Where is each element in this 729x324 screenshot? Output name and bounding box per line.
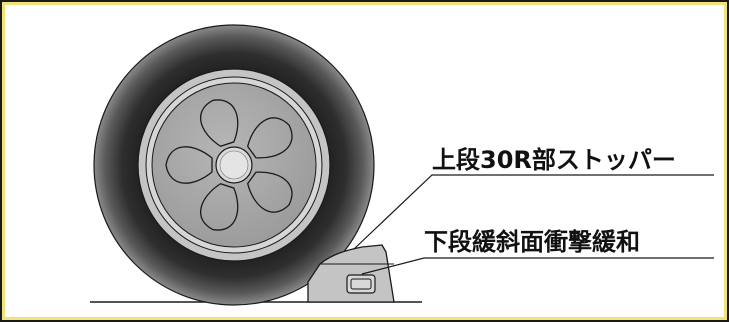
wheel-spoke-cutout xyxy=(165,146,213,184)
wheel-spoke-cutout xyxy=(200,99,239,147)
stopper-block-icon xyxy=(307,244,395,303)
wheel-spoke-cutout xyxy=(246,171,293,213)
callout-leader-lower xyxy=(361,257,714,275)
wheel-spoke-cutout xyxy=(246,117,293,159)
wheel-spoke-cutout xyxy=(200,183,239,231)
callout-leader-upper xyxy=(353,174,714,250)
callout-label-lower-slope: 下段緩斜面衝撃緩和 xyxy=(424,228,640,256)
hub-icon xyxy=(215,146,253,184)
callout-label-upper-stopper: 上段30R部ストッパー xyxy=(432,146,676,174)
